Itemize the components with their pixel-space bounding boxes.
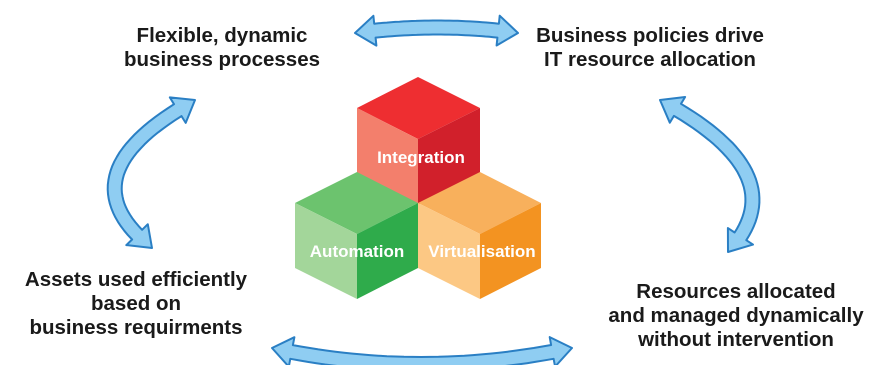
caption-line: business requirments [29,316,243,339]
cube-automation-right [357,203,418,299]
arrow-bottom [271,336,573,370]
caption-resources-allocated: Resources allocated and managed dynamica… [600,280,872,352]
cube-automation-top [295,172,418,234]
arrow-top [354,14,519,47]
caption-line: Flexible, dynamic [136,24,308,47]
cubes: Integration Automation Virtualisation [295,77,541,299]
cube-virtualisation-top [418,172,541,234]
caption-flexible-processes: Flexible, dynamic business processes [112,24,332,72]
caption-line: based on [91,292,181,315]
cube-virtualisation-left [418,203,480,299]
cube-virtualisation-label: Virtualisation [428,242,535,261]
arrow-right [659,96,761,253]
caption-line: and managed dynamically [608,304,864,327]
cube-integration-label: Integration [377,148,465,167]
cube-integration-top [357,77,480,139]
cube-automation: Automation [295,172,418,299]
arrows [106,14,761,370]
caption-line: business processes [124,48,320,71]
caption-assets-used: Assets used efficiently based on busines… [0,268,272,340]
cube-virtualisation-right [480,203,541,299]
caption-line: Assets used efficiently [24,268,248,291]
caption-line: Resources allocated [636,280,836,303]
cube-virtualisation: Virtualisation [418,172,541,299]
caption-line: Business policies drive [536,24,764,47]
caption-line: without intervention [638,328,834,351]
caption-line: IT resource allocation [544,48,756,71]
cube-automation-left [295,203,357,299]
cube-automation-label: Automation [310,242,404,261]
caption-business-policies: Business policies drive IT resource allo… [500,24,800,72]
arrow-left [106,96,196,249]
